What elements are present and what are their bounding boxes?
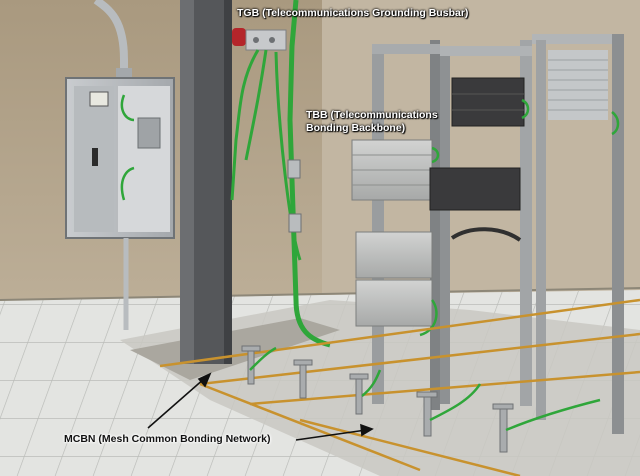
mcbn-label: MCBN (Mesh Common Bonding Network) bbox=[64, 433, 271, 445]
ground-wires bbox=[230, 0, 331, 348]
tbb-label-line1: TBB (Telecommunications bbox=[306, 109, 438, 121]
equipment-rack-right bbox=[532, 34, 624, 434]
column bbox=[180, 0, 232, 364]
pedestal-ground-wires bbox=[249, 346, 601, 432]
tgb-label: TGB (Telecommunications Grounding Busbar… bbox=[237, 7, 469, 19]
tbb-label-line2: Bonding Backbone) bbox=[306, 122, 406, 134]
mcbn-bonding-grid bbox=[159, 298, 640, 476]
floor-pedestals bbox=[241, 345, 514, 453]
label-arrows bbox=[147, 372, 374, 441]
rack-ground-wires bbox=[419, 98, 620, 337]
tbb-connectors bbox=[287, 159, 302, 233]
electrical-panel bbox=[65, 0, 175, 330]
